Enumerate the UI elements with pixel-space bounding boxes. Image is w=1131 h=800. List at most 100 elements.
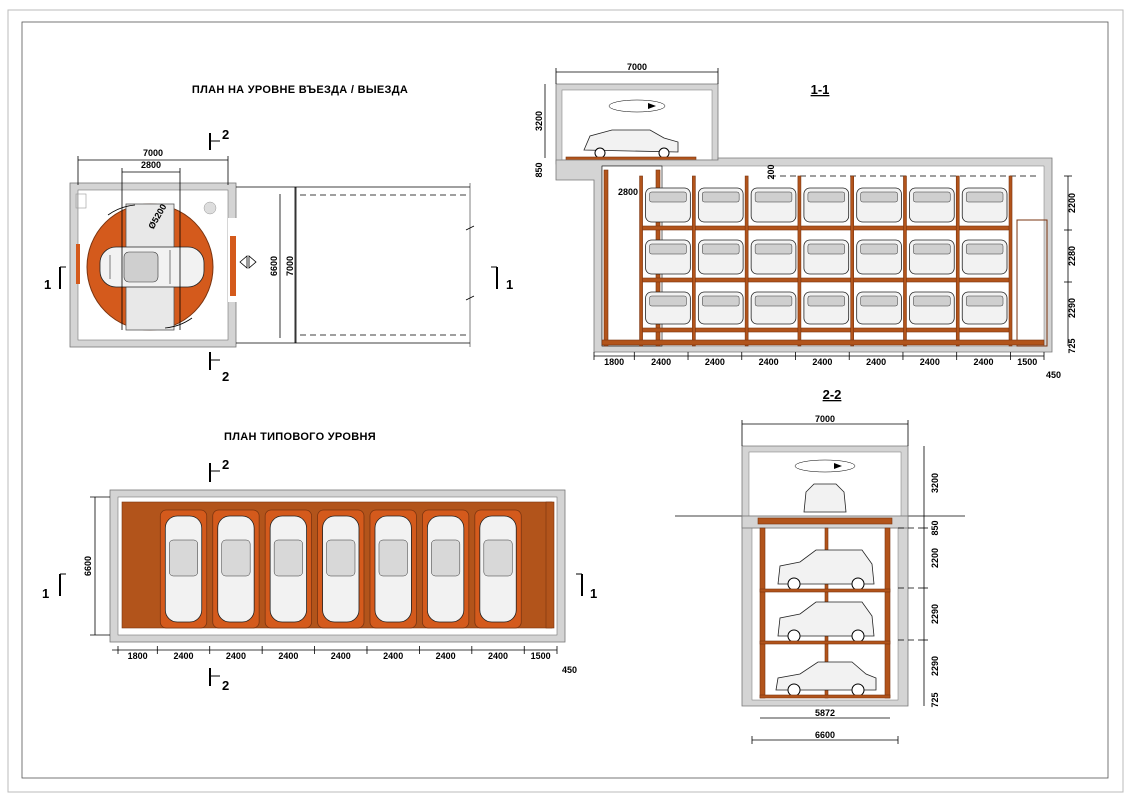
rack-beam [905, 277, 959, 283]
car-windshield [860, 243, 898, 255]
bay-dim: 2400 [488, 651, 508, 661]
rack-column [797, 175, 802, 347]
bay-dim: 2400 [866, 357, 886, 367]
bay-dim: 2400 [174, 651, 194, 661]
entry-inner-height-dim: 6600 [269, 256, 279, 276]
section-mark-2-bottom: 2 [222, 369, 229, 384]
car-roof [169, 539, 198, 577]
plan-entry-title: ПЛАН НА УРОВНЕ ВЪЕЗДА / ВЫЕЗДА [192, 84, 408, 96]
section-2-2-title: 2-2 [823, 387, 842, 402]
car-windshield [702, 243, 740, 255]
chevron-left-icon [239, 255, 248, 269]
bay-dim: 1500 [531, 651, 551, 661]
car-windshield [807, 191, 845, 203]
bay-dim: 2400 [383, 651, 403, 661]
cabin-car-side [583, 129, 679, 153]
rack-column [744, 175, 749, 347]
car-roof [326, 539, 356, 577]
bay-dim: 2400 [331, 651, 351, 661]
rack-column [639, 175, 643, 347]
section-mark-2-top: 2 [222, 127, 229, 142]
car-windshield [754, 191, 793, 203]
car-roof [378, 539, 408, 577]
rack-column [850, 175, 854, 347]
level-dim: 2290 [1067, 298, 1077, 318]
typical-mark-2-bottom: 2 [222, 678, 229, 693]
car-windshield [649, 295, 687, 307]
rack-beam [746, 327, 801, 333]
rotation-arrow-icon [608, 99, 666, 113]
rack-base [601, 339, 1045, 346]
rack-beam [799, 327, 853, 333]
car-windshield [807, 295, 845, 307]
sec1-gap-dim: 200 [766, 164, 776, 179]
chevron-right-icon [248, 255, 257, 269]
car-windshield [807, 243, 845, 255]
bay-dim: 2400 [436, 651, 456, 661]
plan-typical-title: ПЛАН ТИПОВОГО УРОВНЯ [224, 431, 376, 443]
bay-dim: 1800 [128, 651, 148, 661]
sec1-shaft-dim: 2800 [618, 187, 638, 197]
sheet-border-inner [21, 21, 1109, 779]
rack-beam [957, 327, 1012, 333]
rack-beam [694, 327, 748, 333]
rack-beam [852, 327, 906, 333]
stored-car-side [777, 601, 875, 637]
typical-mark-1-right: 1 [590, 586, 597, 601]
car-windshield [913, 191, 951, 203]
rack-beam [799, 225, 853, 231]
rack-beam [694, 277, 748, 283]
stored-car-side [777, 549, 875, 585]
sec1-cabin-dim: 3200 [534, 111, 544, 131]
entry-outer-height-dim: 7000 [285, 256, 295, 276]
car-windshield [965, 243, 1004, 255]
bay-dim: 2400 [812, 357, 832, 367]
car-windshield [702, 191, 740, 203]
rack-column [903, 175, 907, 347]
typical-end-column [545, 501, 555, 629]
rack-beam [957, 277, 1012, 283]
turntable-width-dim: 2800 [141, 160, 161, 170]
sec2-width-dim: 7000 [815, 414, 835, 424]
bay-dim: 2400 [226, 651, 246, 661]
car-windshield [649, 243, 687, 255]
lift-frame [1016, 219, 1048, 347]
level-platform [759, 588, 891, 593]
sec2-slab-dim: 850 [930, 520, 940, 535]
wheel [787, 577, 801, 591]
bay-dim: 1500 [1017, 357, 1037, 367]
bay-dim: 2400 [278, 651, 298, 661]
section-mark-1-right: 1 [506, 277, 513, 292]
level-dim: 2200 [930, 548, 940, 568]
rack-beam [905, 327, 959, 333]
sec1-pit-dim: 725 [1067, 338, 1077, 353]
sec1-end-dim: 450 [1046, 370, 1061, 380]
sec2-inner-width-dim: 5872 [815, 708, 835, 718]
rack-beam [694, 225, 748, 231]
stored-car-side [775, 661, 877, 691]
section-1-1-rack [601, 169, 1048, 347]
rack-beam [852, 277, 906, 283]
bay-dim: 1800 [604, 357, 624, 367]
typical-bay-dimensions: 1800 2400 2400 2400 2400 2400 2400 2400 1500 [117, 646, 558, 661]
sec1-slab-dim: 850 [534, 162, 544, 177]
typical-height-dim: 6600 [83, 556, 93, 576]
sheet-border-outer [7, 9, 1124, 793]
car-windshield [754, 295, 793, 307]
rack-beam [905, 225, 959, 231]
car-roof [221, 539, 251, 577]
section-1-1-title: 1-1 [811, 82, 830, 97]
rack-beam [641, 277, 695, 283]
bay-dim: 2400 [759, 357, 779, 367]
wheel [787, 683, 801, 697]
section-2-2-levels [759, 549, 891, 699]
level-dim: 2290 [930, 656, 940, 676]
sec1-width-dim: 7000 [627, 62, 647, 72]
rack-column [692, 175, 696, 347]
wheel [851, 577, 865, 591]
sec2-cabin-dim: 3200 [930, 473, 940, 493]
